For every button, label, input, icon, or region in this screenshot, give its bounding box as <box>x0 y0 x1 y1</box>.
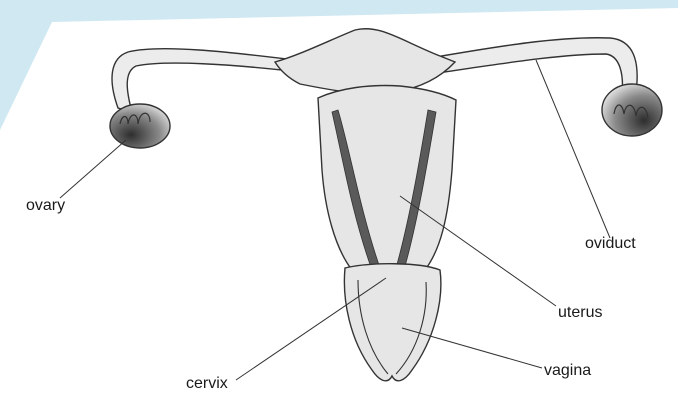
label-vagina: vagina <box>544 363 591 379</box>
left-ovary <box>110 104 170 148</box>
label-oviduct: oviduct <box>585 236 636 252</box>
label-ovary: ovary <box>26 198 65 214</box>
label-uterus: uterus <box>558 305 602 321</box>
right-ovary <box>602 84 662 136</box>
label-cervix: cervix <box>186 376 228 392</box>
